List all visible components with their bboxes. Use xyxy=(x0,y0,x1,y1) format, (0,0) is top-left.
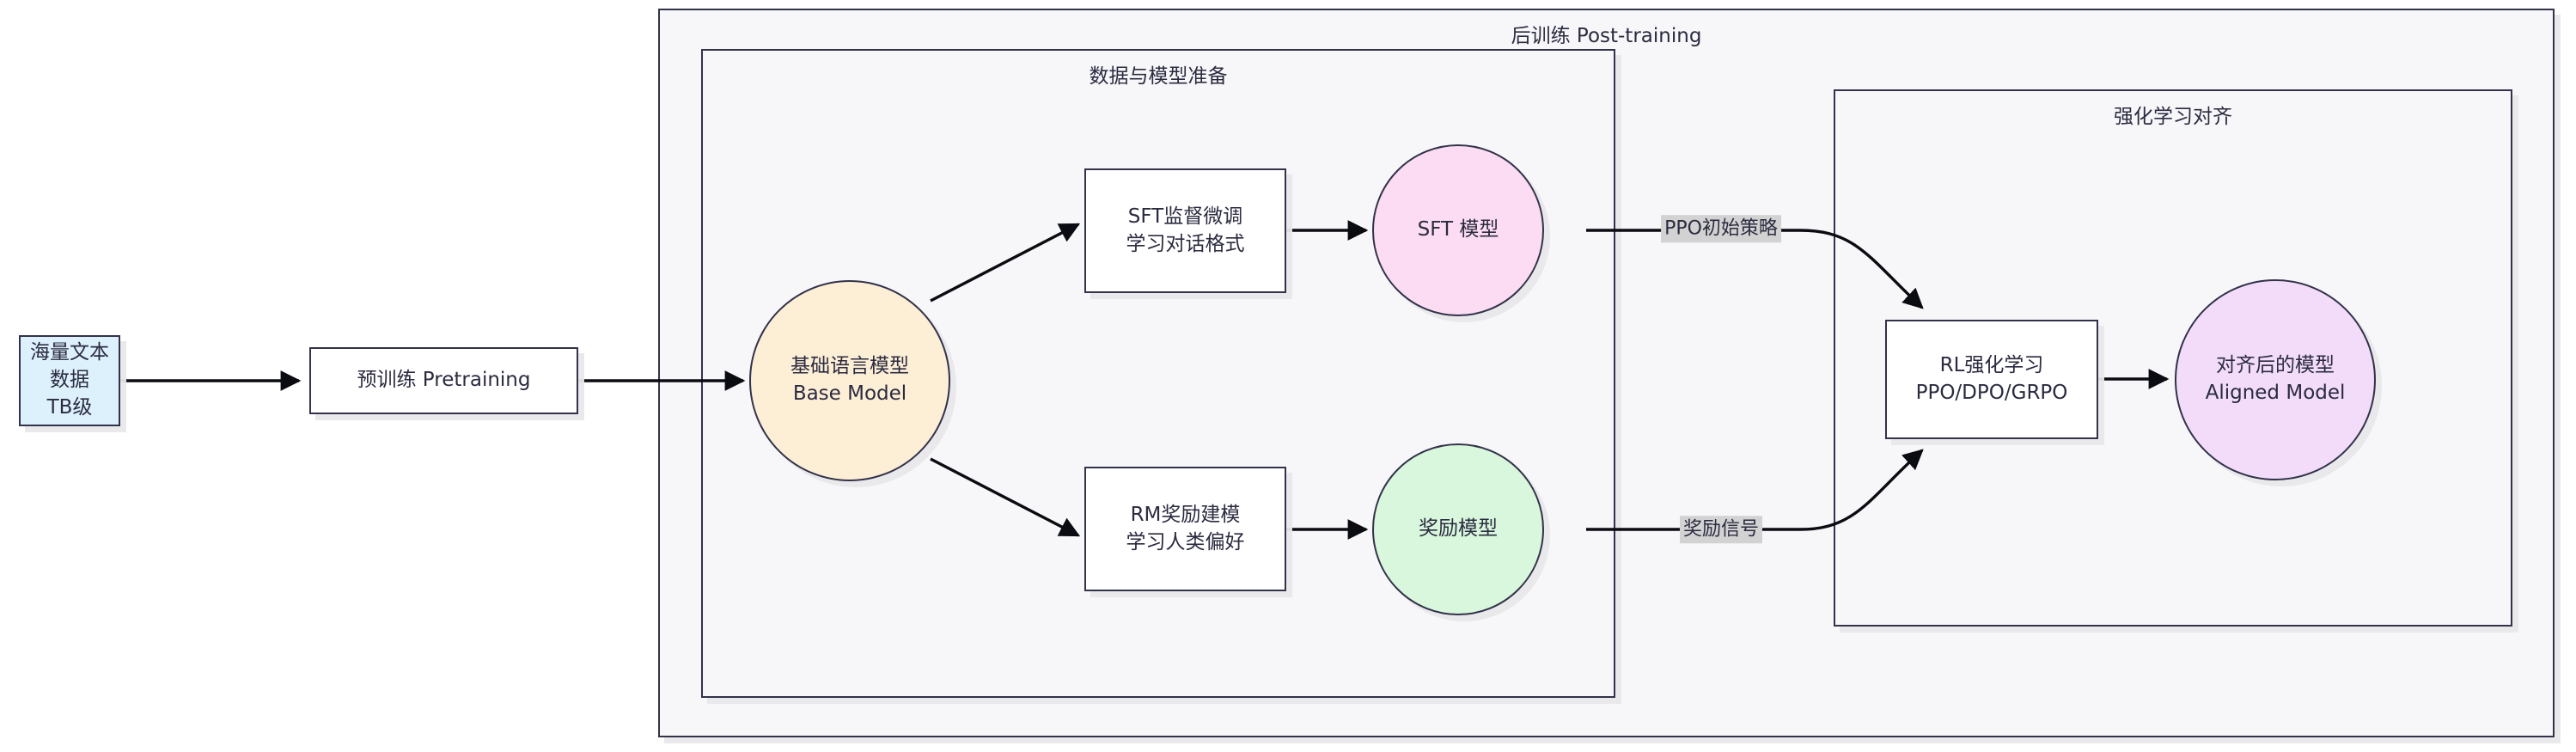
node-pretraining[interactable]: 预训练 Pretraining xyxy=(309,347,578,414)
node-base-model[interactable]: 基础语言模型 Base Model xyxy=(749,280,950,481)
node-sft-stage-line1: SFT监督微调 xyxy=(1127,205,1243,228)
node-rm-stage-line2: 学习人类偏好 xyxy=(1126,530,1245,553)
node-rl-stage[interactable]: RL强化学习 PPO/DPO/GRPO xyxy=(1885,320,2098,439)
node-sft-model[interactable]: SFT 模型 xyxy=(1372,144,1544,316)
edge-label-reward-signal: 奖励信号 xyxy=(1679,516,1763,543)
node-rl-stage-line2: PPO/DPO/GRPO xyxy=(1915,381,2068,404)
node-aligned-model[interactable]: 对齐后的模型 Aligned Model xyxy=(2175,279,2376,480)
node-corpus-line1: 海量文本数据 xyxy=(30,341,109,392)
node-sft-model-line1: SFT 模型 xyxy=(1417,218,1499,241)
node-sft-stage-line2: 学习对话格式 xyxy=(1126,232,1245,255)
node-corpus[interactable]: 海量文本数据 TB级 xyxy=(19,335,120,426)
edge-label-ppo-initial-policy: PPO初始策略 xyxy=(1661,215,1781,242)
node-rm-stage[interactable]: RM奖励建模 学习人类偏好 xyxy=(1084,467,1286,591)
node-rl-stage-line1: RL强化学习 xyxy=(1939,353,2044,376)
node-reward-model-line1: 奖励模型 xyxy=(1419,517,1498,541)
container-rl-alignment-title: 强化学习对齐 xyxy=(2114,106,2232,128)
container-post-training-title: 后训练 Post-training xyxy=(1511,25,1702,47)
node-reward-model[interactable]: 奖励模型 xyxy=(1372,443,1544,615)
node-base-model-line1: 基础语言模型 xyxy=(791,355,909,378)
node-rm-stage-line1: RM奖励建模 xyxy=(1130,503,1241,526)
container-data-model-prep-title: 数据与模型准备 xyxy=(1089,65,1228,88)
node-aligned-model-line1: 对齐后的模型 xyxy=(2216,354,2335,377)
node-aligned-model-line2: Aligned Model xyxy=(2205,382,2346,404)
node-base-model-line2: Base Model xyxy=(792,382,907,405)
node-pretraining-line1: 预训练 Pretraining xyxy=(357,369,531,392)
node-corpus-line2: TB级 xyxy=(46,395,93,419)
node-sft-stage[interactable]: SFT监督微调 学习对话格式 xyxy=(1084,168,1286,293)
